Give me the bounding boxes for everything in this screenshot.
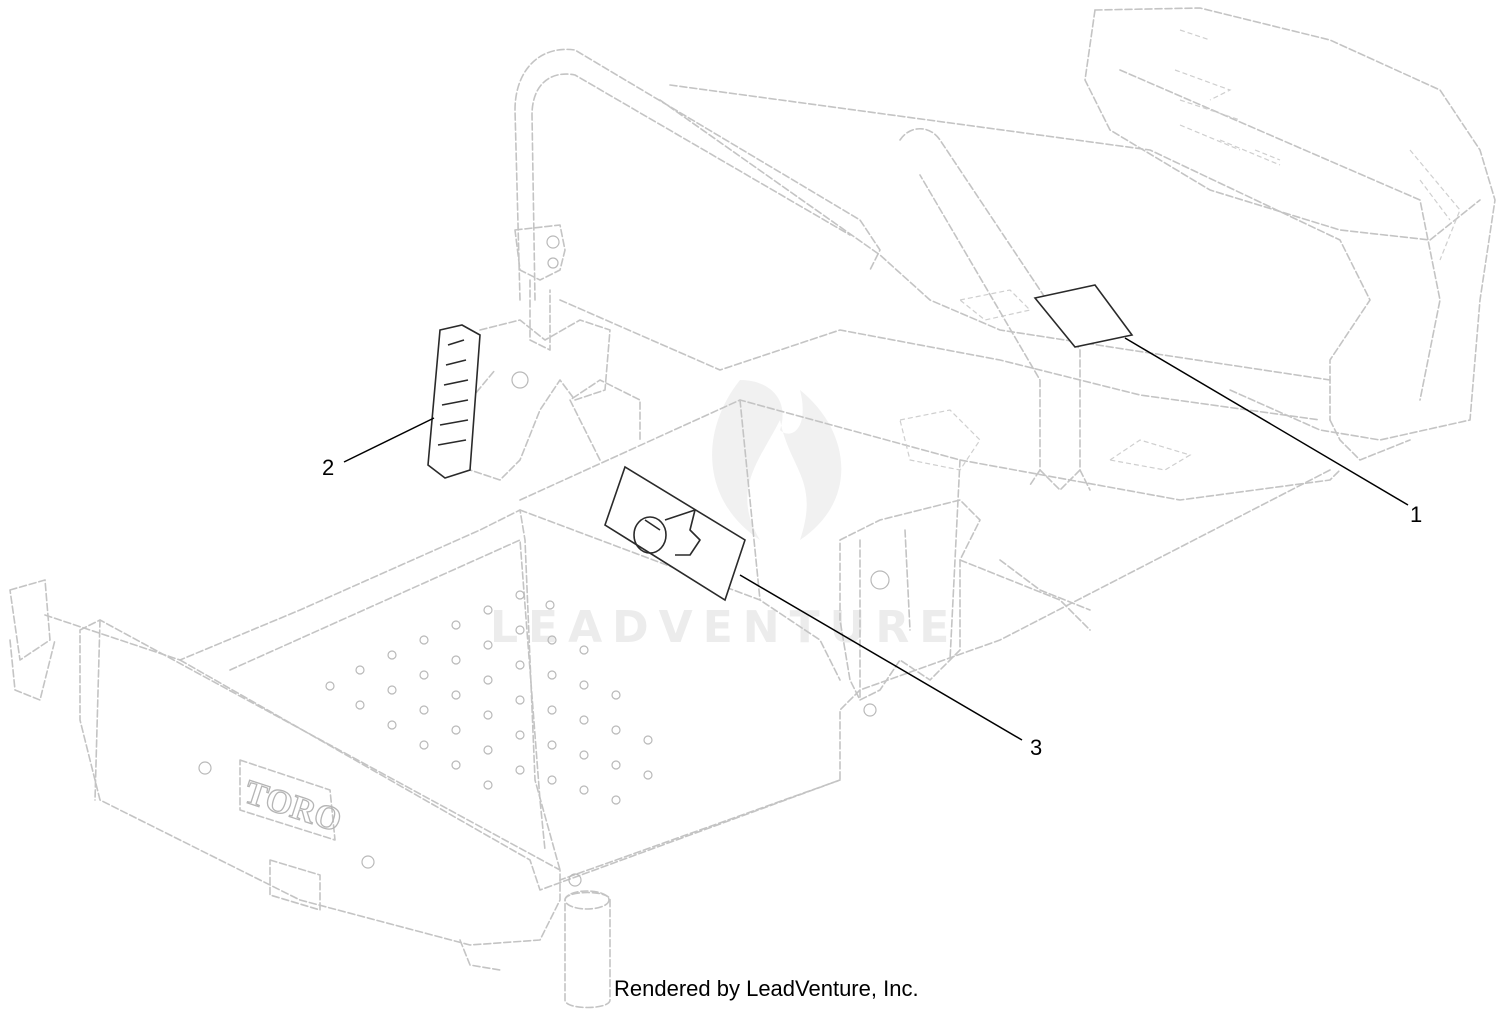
toro-logo: TORO [240,774,346,840]
leader-lines [343,337,1409,741]
render-credit: Rendered by LeadVenture, Inc. [614,976,919,1001]
rops-bar [514,48,1091,491]
part-3-control-decal [604,465,746,602]
seat-frame [1084,7,1496,461]
leader-1 [1124,337,1409,506]
control-tower [469,224,611,481]
leader-3 [739,574,1023,741]
callout-2: 2 [322,455,334,480]
floor-pan [44,509,841,891]
leader-2 [343,417,435,463]
callout-3: 3 [1030,735,1042,760]
leadventure-watermark: LEADVENTURE [490,380,959,653]
watermark-text: LEADVENTURE [490,602,959,653]
right-bracket [839,499,1091,717]
callout-1: 1 [1410,502,1422,527]
floor-holes [325,590,653,805]
part-1-decal [1033,284,1134,348]
part-2-tread-decal [427,324,481,479]
